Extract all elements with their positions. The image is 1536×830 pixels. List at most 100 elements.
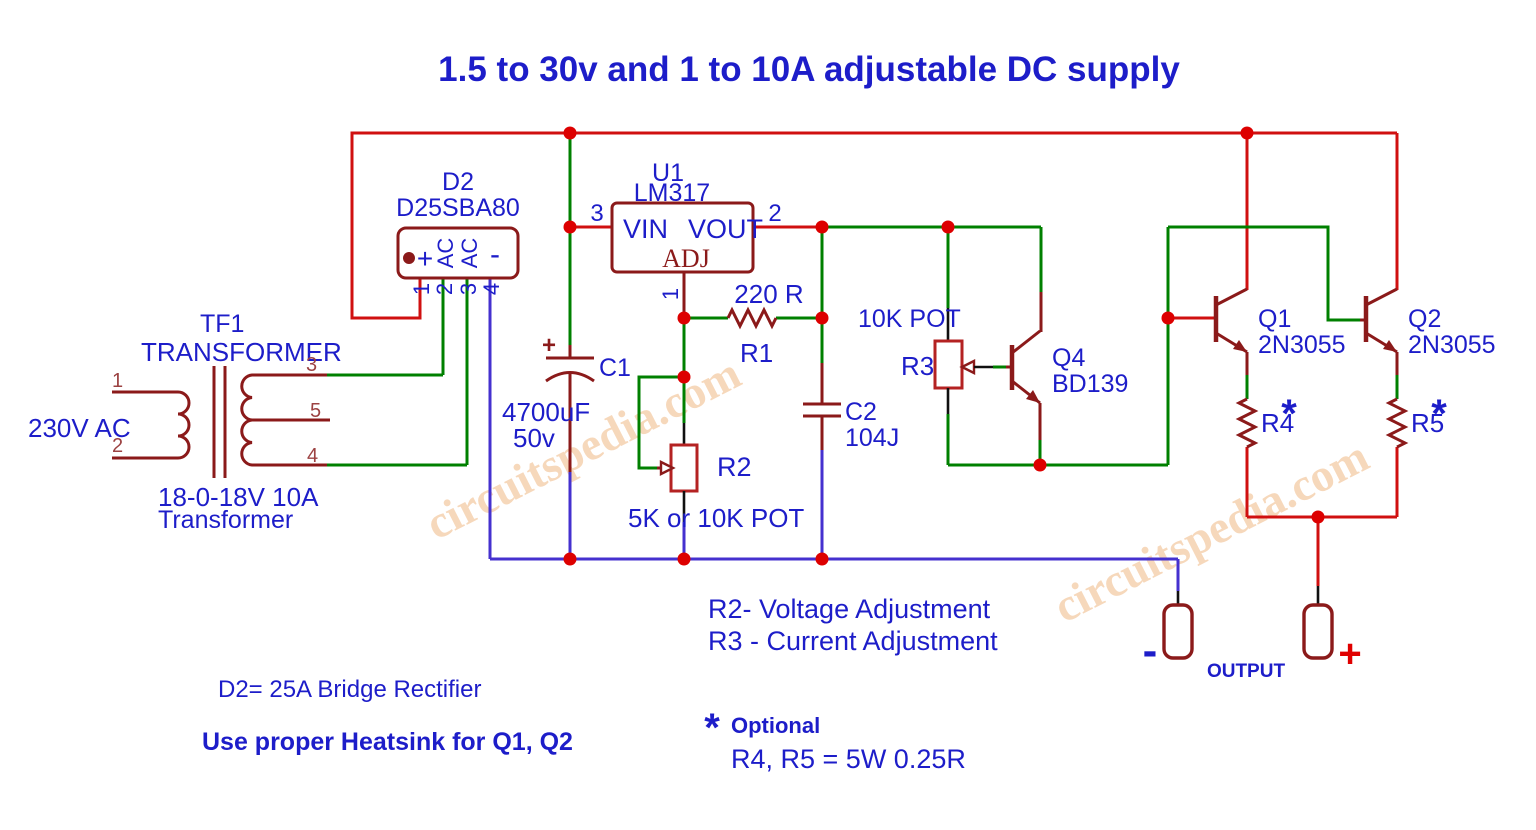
emitter-arrow [1026,390,1040,403]
note-optional: Optional [731,713,820,738]
transistor-part: 2N3055 [1408,331,1496,359]
wiper-arrow [659,460,676,476]
junction-dot [815,311,829,325]
collector-lead [1365,287,1398,307]
optional-star: * [704,706,720,750]
negative-terminal [1162,603,1194,660]
note-r3: R3 - Current Adjustment [708,626,998,656]
resistor-zigzag [1385,397,1409,449]
resistor-r5: R5 * [1385,392,1447,449]
page-title: 1.5 to 30v and 1 to 10A adjustable DC su… [438,50,1180,89]
transistor-q2: Q2 2N3055 [1360,287,1496,375]
resistor-value: 220 R [734,279,803,309]
cap-polarity-plus: + [542,332,556,359]
cap-ref: C2 [845,398,877,426]
note-d2: D2= 25A Bridge Rectifier [218,676,481,703]
secondary-rating-label2: Transformer [158,506,293,534]
output-terminals: - + OUTPUT [1143,586,1362,682]
transistor-ref: Q4 [1052,344,1085,372]
annotations: R2- Voltage Adjustment R3 - Current Adju… [202,594,998,774]
potentiometer-r3: 10K POT R3 [858,305,993,414]
transformer-tf1: TF1 TRANSFORMER 230V AC 18-0-18V 10A Tra… [28,310,342,534]
vin-label: VIN [623,214,668,244]
output-minus-label: - [1143,626,1158,675]
green-wires [327,133,1399,470]
note-heatsink: Use proper Heatsink for Q1, Q2 [202,728,573,756]
junction-dot [563,126,577,140]
capacitor-c2: C2 104J [803,363,899,452]
resistor-zigzag [1235,397,1259,449]
wire-segment [1168,225,1360,322]
cap-voltage: 50v [513,423,555,453]
cap-ref: C1 [599,354,631,382]
regulator-u1: U1 LM317 VIN VOUT ADJ 3 2 1 [590,159,782,318]
transistor-q1: Q1 2N3055 [1213,287,1346,375]
pin-number: 1 [409,283,434,295]
resistor-r4: R4 * [1235,392,1297,449]
note-r4r5: R4, R5 = 5W 0.25R [731,744,966,774]
resistor-ref: R5 [1411,408,1444,438]
transistor-part: BD139 [1052,370,1128,398]
note-r2: R2- Voltage Adjustment [708,594,991,624]
bridge-rectifier-d2: D2 D25SBA80 + AC AC - 1 2 3 4 [396,168,520,295]
resistor-zigzag [726,306,778,330]
junction-dot [563,552,577,566]
primary-winding [112,390,191,460]
junction-dot [1033,458,1047,472]
junction-dot [815,220,829,234]
primary-voltage-label: 230V AC [28,413,131,443]
junction-dot [1311,510,1325,524]
junction-dot [1161,311,1175,325]
bridge-ref: D2 [442,168,474,196]
junction-dots [563,126,1325,566]
junction-dot [677,552,691,566]
resistor-r1: 220 R R1 [726,279,804,368]
watermark-text: circuitspedia.com [1046,430,1377,632]
emitter-arrow [1233,340,1247,352]
junction-dot [677,370,691,384]
pin-number: 2 [768,200,781,227]
resistor-ref: R1 [740,338,773,368]
minus-terminal-label: - [490,238,500,271]
wiper-arrow [959,359,976,375]
collector-lead [1215,287,1248,307]
cap-plate-curved [545,371,595,383]
pin-number: 2 [432,283,457,295]
adj-label: ADJ [662,244,710,273]
junction-dot [1240,126,1254,140]
transistor-part: 2N3055 [1258,331,1346,359]
secondary-rating-label: 18-0-18V 10A [158,482,319,512]
resistor-ref: R4 [1261,408,1294,438]
cap-value: 4700uF [502,397,590,427]
pin-number: 4 [479,283,504,295]
regulator-ref: U1 [652,159,684,187]
regulator-part: LM317 [634,179,710,207]
output-plus-label: + [1338,632,1361,676]
pin-number: 3 [306,354,317,376]
pin-number: 4 [307,445,318,467]
plus-terminal-label: + [417,243,433,274]
bridge-body [396,226,520,280]
pin-number: 1 [112,370,123,392]
transistor-q4: Q4 BD139 [1006,292,1128,440]
pin-number: 1 [658,288,683,300]
pin-number: 3 [590,200,603,227]
emitter-arrow [1383,340,1397,352]
transformer-ref: TF1 [200,310,244,338]
wire-segment [637,375,684,470]
pot-ref: R3 [901,351,934,381]
positive-rail-wires [350,131,1399,586]
transformer-type: TRANSFORMER [141,337,342,367]
ac-terminal-label: AC [457,238,482,269]
vout-label: VOUT [688,214,763,244]
output-label: OUTPUT [1207,661,1286,682]
transistor-ref: Q1 [1258,305,1291,333]
optional-star: * [1281,392,1297,436]
wire-segment [350,131,1397,320]
pot-ref: R2 [717,452,752,482]
optional-star: * [1431,392,1447,436]
positive-terminal [1302,603,1334,660]
ac-terminal-label: AC [433,238,458,269]
